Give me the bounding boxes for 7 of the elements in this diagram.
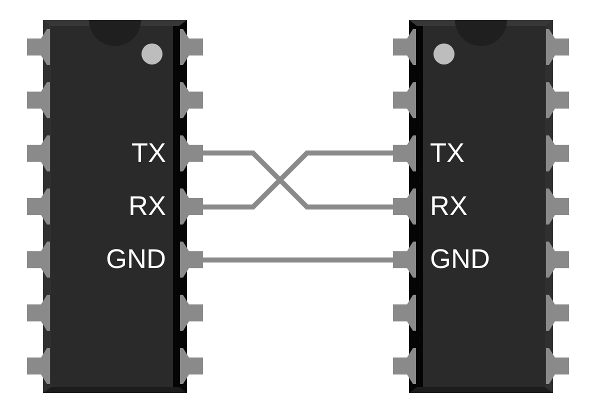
pin-label: RX [430,193,468,220]
pin-label: GND [106,246,166,274]
pin-label: RX [128,193,166,220]
pin-label: TX [430,140,465,167]
wire [203,258,393,262]
pin-label: TX [131,140,166,167]
pin-label: GND [430,246,490,274]
